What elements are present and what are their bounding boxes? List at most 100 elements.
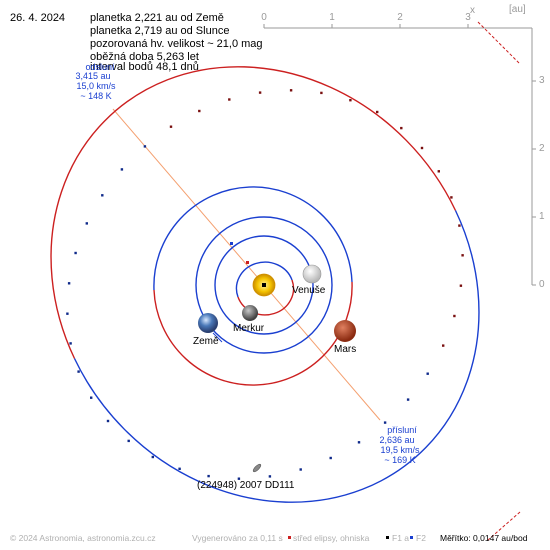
- x-tick-1: 1: [329, 12, 335, 23]
- footer-scale: Měřítko: 0,0147 au/bod: [440, 533, 528, 543]
- orbit-position-dot: [85, 222, 88, 225]
- venus-body: [302, 264, 322, 284]
- y-tick-0: 0: [539, 279, 545, 290]
- info-magnitude: pozorovaná hv. velikost ~ 21,0 mag: [90, 38, 263, 50]
- perihelion-distance: 2,636 au: [379, 435, 415, 445]
- orbit-position-dot: [406, 398, 410, 401]
- venus-label: Venuše: [292, 285, 326, 296]
- legend-center-marker: [288, 536, 291, 539]
- axis-unit-label: [au]: [509, 4, 526, 15]
- orbit-position-dot: [459, 284, 463, 287]
- orbit-position-dot: [458, 224, 461, 227]
- x-tick-0: 0: [261, 12, 267, 23]
- orbit-position-dot: [207, 474, 210, 478]
- ellipse-center-marker: [246, 261, 249, 264]
- earth-label: Země: [193, 336, 219, 347]
- orbit-position-dot: [268, 475, 272, 478]
- mars-body: [334, 320, 356, 342]
- asteroid-body: [252, 463, 262, 473]
- footer-legend-f2: F2: [416, 533, 426, 543]
- orbit-position-dot: [198, 109, 201, 113]
- orbit-position-dot: [426, 372, 429, 375]
- mercury-orbit-south: [237, 279, 295, 316]
- orbit-position-dot: [69, 342, 72, 345]
- mercury-body: [242, 305, 258, 321]
- orbit-position-dot: [376, 110, 379, 114]
- orbit-position-dot: [127, 439, 130, 443]
- orbit-position-dot: [67, 282, 71, 285]
- orbit-position-dot: [66, 312, 69, 315]
- orbit-position-dot: [329, 456, 332, 460]
- earth-orbit: [195, 216, 333, 354]
- legend-f2-marker: [410, 536, 413, 539]
- venus-orbit: [214, 235, 314, 335]
- orbit-position-dot: [357, 441, 361, 444]
- asteroid-orbit-dots: [66, 89, 464, 480]
- legend-f1-marker: [386, 536, 389, 539]
- orbit-position-dot: [151, 455, 154, 459]
- aphelion-distance: 3,415 au: [75, 71, 111, 81]
- orbit-position-dot: [320, 91, 323, 95]
- footer-generated: Vygenerováno za 0,11 s: [192, 533, 283, 543]
- info-sun-distance: planetka 2,719 au od Slunce: [90, 25, 230, 37]
- info-period: oběžná doba 5,263 let: [90, 51, 199, 63]
- footer-legend-center: střed elipsy, ohniska: [293, 533, 370, 543]
- orbit-position-dot: [383, 421, 387, 424]
- orbit-position-dot: [120, 168, 124, 171]
- x-tick-3: 3: [465, 12, 471, 23]
- orbit-position-dot: [289, 89, 293, 92]
- orbit-position-dot: [228, 98, 231, 101]
- orbit-position-dot: [400, 126, 403, 130]
- orbit-position-dot: [461, 254, 464, 257]
- orbit-position-dot: [169, 125, 173, 128]
- orbit-position-dot: [453, 314, 456, 318]
- info-earth-distance: planetka 2,221 au od Země: [90, 12, 224, 24]
- earth-body: [198, 313, 218, 333]
- aphelion-label: odsluní: [85, 62, 115, 72]
- orbit-position-dot: [349, 99, 352, 102]
- asteroid-orbit-north: [50, 66, 457, 359]
- orbit-position-dot: [143, 145, 147, 148]
- observation-date: 26. 4. 2024: [10, 12, 66, 24]
- info-point-interval: interval bodů 48,1 dnů: [90, 61, 199, 73]
- orbit-position-dot: [299, 468, 302, 471]
- x-tick-2: 2: [397, 12, 403, 23]
- orbit-position-dot: [237, 477, 241, 480]
- axis-x-label: x: [470, 5, 475, 16]
- direction-dashed-line-2: [487, 511, 521, 541]
- footer-legend-f1: F1 a: [392, 533, 410, 543]
- orbit-position-dot: [90, 396, 93, 399]
- sun: [252, 273, 276, 297]
- orbit-position-dot: [101, 194, 104, 197]
- mercury-orbit-north: [235, 261, 293, 298]
- y-tick-1: 1: [539, 211, 545, 222]
- orbit-position-dot: [420, 146, 424, 150]
- orbit-position-dot: [258, 91, 262, 94]
- orbit-position-dot: [437, 170, 440, 173]
- y-tick-3: 3: [539, 75, 545, 86]
- mars-label: Mars: [334, 344, 357, 355]
- mars-orbit-north: [153, 186, 353, 291]
- earth-asteroid-tick: [212, 332, 223, 343]
- y-tick-2: 2: [539, 143, 545, 154]
- coordinate-axes: [263, 24, 536, 286]
- aphelion-temperature: ~ 148 K: [80, 91, 112, 101]
- orbit-position-dot: [450, 196, 453, 199]
- perihelion-speed: 19,5 km/s: [380, 445, 420, 455]
- asteroid-orbit-south: [73, 210, 480, 503]
- apsidal-line: [112, 108, 381, 421]
- orbit-position-dot: [77, 370, 80, 373]
- asteroid-label: (224948) 2007 DD111: [197, 480, 295, 491]
- orbit-position-dot: [106, 419, 110, 423]
- perihelion-temperature: ~ 169 K: [384, 455, 416, 465]
- mercury-label: Merkur: [233, 323, 265, 334]
- orbit-position-dot: [442, 344, 445, 347]
- perihelion-label: přísluní: [387, 425, 417, 435]
- focus-f2-marker: [230, 242, 233, 245]
- orbit-position-dot: [178, 467, 181, 470]
- orbit-position-dot: [74, 251, 77, 255]
- footer-copyright: © 2024 Astronomia, astronomia.zcu.cz: [10, 533, 156, 543]
- aphelion-speed: 15,0 km/s: [76, 81, 116, 91]
